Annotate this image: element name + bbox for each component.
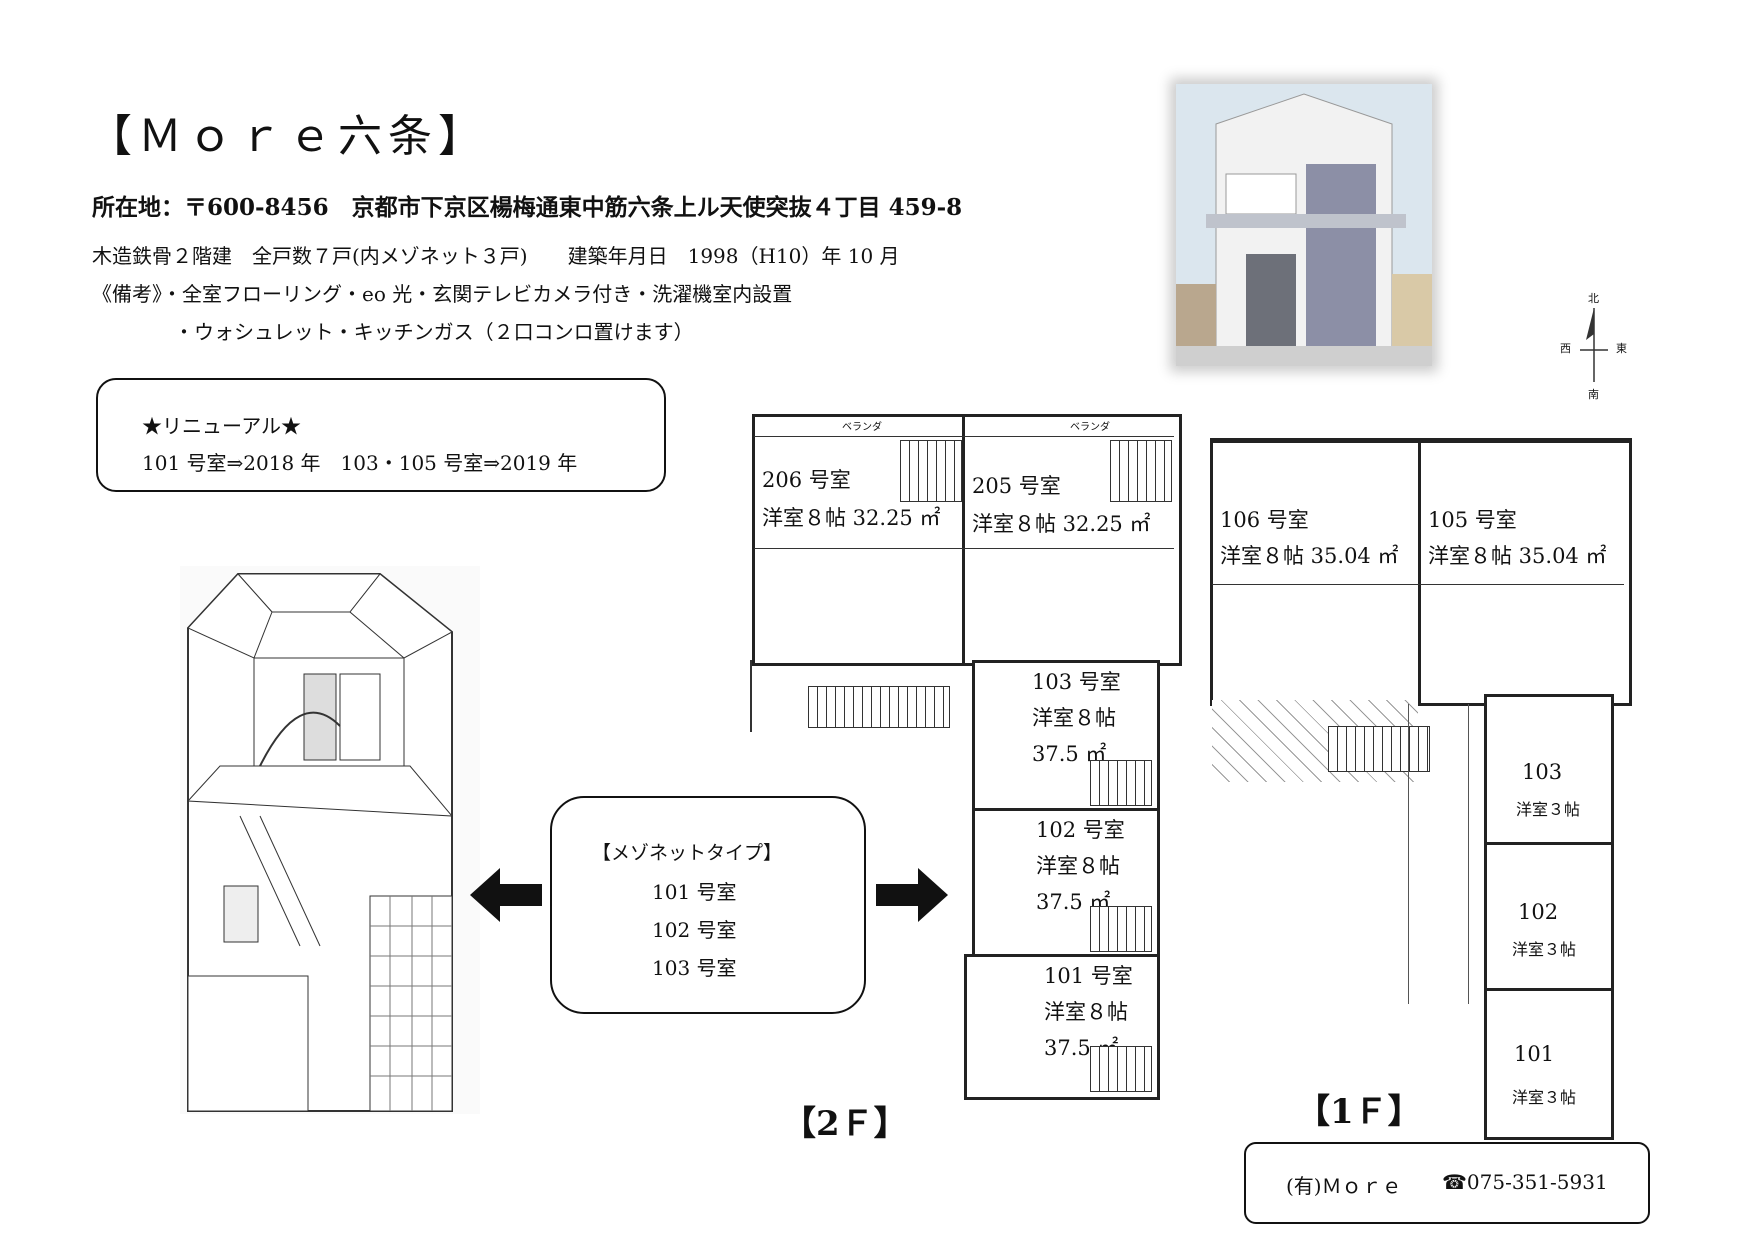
room-105-size: 洋室８帖 35.04 ㎡ xyxy=(1428,544,1607,568)
room-105-name: 105 号室 xyxy=(1428,508,1517,532)
maisonette-box: 【メゾネットタイプ】 101 号室 102 号室 103 号室 xyxy=(550,796,866,1014)
notes-line-1: 《備考》・全室フローリング・eo 光・玄関テレビカメラ付き・洗濯機室内設置 xyxy=(92,282,793,306)
page-title: 【Ｍｏｒｅ六条】 xyxy=(88,111,488,162)
maisonette-interior-sketch xyxy=(180,566,480,1114)
stairs xyxy=(1110,440,1172,502)
maisonette-heading: 【メゾネットタイプ】 xyxy=(592,842,783,864)
room-103-1f-type: 洋室３帖 xyxy=(1516,800,1581,819)
building-structure: 木造鉄骨２階建 全戸数７戸(内メゾネット３戸) 建築年月日 1998（H10）年… xyxy=(92,244,900,268)
room-103-2f-name: 103 号室 xyxy=(1032,670,1121,694)
room-101-1f-type: 洋室３帖 xyxy=(1512,1088,1577,1107)
room-101-2f-name: 101 号室 xyxy=(1044,964,1133,988)
room-206-name: 206 号室 xyxy=(762,468,851,492)
maisonette-room-103: 103 号室 xyxy=(652,956,737,980)
room-101-1f-name: 101 xyxy=(1514,1042,1555,1066)
room-205-name: 205 号室 xyxy=(972,474,1061,498)
compass: 北 西 東 南 xyxy=(1560,290,1630,401)
contact-box: (有)Ｍｏｒｅ ☎075-351-5931 xyxy=(1244,1142,1650,1224)
compass-south: 南 xyxy=(1588,388,1599,401)
compass-east: 東 xyxy=(1616,342,1627,355)
company-name: (有)Ｍｏｒｅ xyxy=(1286,1174,1402,1198)
room-102-2f-name: 102 号室 xyxy=(1036,818,1125,842)
maisonette-room-101: 101 号室 xyxy=(652,880,737,904)
room-106 xyxy=(1210,438,1424,706)
address: 所在地：〒600-8456 京都市下京区楊梅通東中筋六条上ル天使突抜４丁目 45… xyxy=(92,194,963,221)
compass-north: 北 xyxy=(1588,292,1599,305)
room-106-size: 洋室８帖 35.04 ㎡ xyxy=(1220,544,1399,568)
renewal-heading: ★リニューアル★ xyxy=(142,414,301,438)
room-205-size: 洋室８帖 32.25 ㎡ xyxy=(972,512,1151,536)
room-102-2f-type: 洋室８帖 xyxy=(1036,854,1120,878)
maisonette-room-102: 102 号室 xyxy=(652,918,737,942)
renewal-text: 101 号室⇒2018 年 103・105 号室⇒2019 年 xyxy=(142,451,578,475)
room-102-1f-type: 洋室３帖 xyxy=(1512,940,1577,959)
notes-line-2: ・ウォシュレット・キッチンガス（２口コンロ置けます） xyxy=(174,320,694,344)
veranda-label-205: ベランダ xyxy=(1070,422,1110,433)
phone-number[interactable]: ☎075-351-5931 xyxy=(1442,1170,1608,1194)
room-101-2f-type: 洋室８帖 xyxy=(1044,1000,1128,1024)
arrow-left-icon xyxy=(470,868,542,922)
room-103-1f xyxy=(1484,694,1614,848)
room-101-1f xyxy=(1484,988,1614,1140)
room-103-2f-type: 洋室８帖 xyxy=(1032,706,1116,730)
veranda-label-206: ベランダ xyxy=(842,422,882,433)
stairs xyxy=(900,440,962,502)
compass-arrow-icon xyxy=(1580,308,1608,382)
room-106-name: 106 号室 xyxy=(1220,508,1309,532)
stairs-2f-common xyxy=(808,686,950,728)
floor-2f-label: 【2Ｆ】 xyxy=(782,1104,908,1144)
arrow-right-icon xyxy=(876,868,948,922)
renewal-box: ★リニューアル★ 101 号室⇒2018 年 103・105 号室⇒2019 年 xyxy=(96,378,666,492)
building-photo xyxy=(1176,84,1432,366)
floor-plan-1f: 106 号室 洋室８帖 35.04 ㎡ 105 号室 洋室８帖 35.04 ㎡ … xyxy=(1208,424,1638,1140)
room-102-1f-name: 102 xyxy=(1518,900,1559,924)
floor-plan-2f: ベランダ ベランダ 206 号室 洋室８帖 32.25 ㎡ 205 号室 洋室８… xyxy=(750,410,1184,1100)
room-101-2f xyxy=(964,954,1160,1100)
floor-1f-label: 【1Ｆ】 xyxy=(1296,1092,1422,1132)
room-206-size: 洋室８帖 32.25 ㎡ xyxy=(762,506,941,530)
room-103-1f-name: 103 xyxy=(1522,760,1563,784)
compass-west: 西 xyxy=(1560,342,1571,355)
